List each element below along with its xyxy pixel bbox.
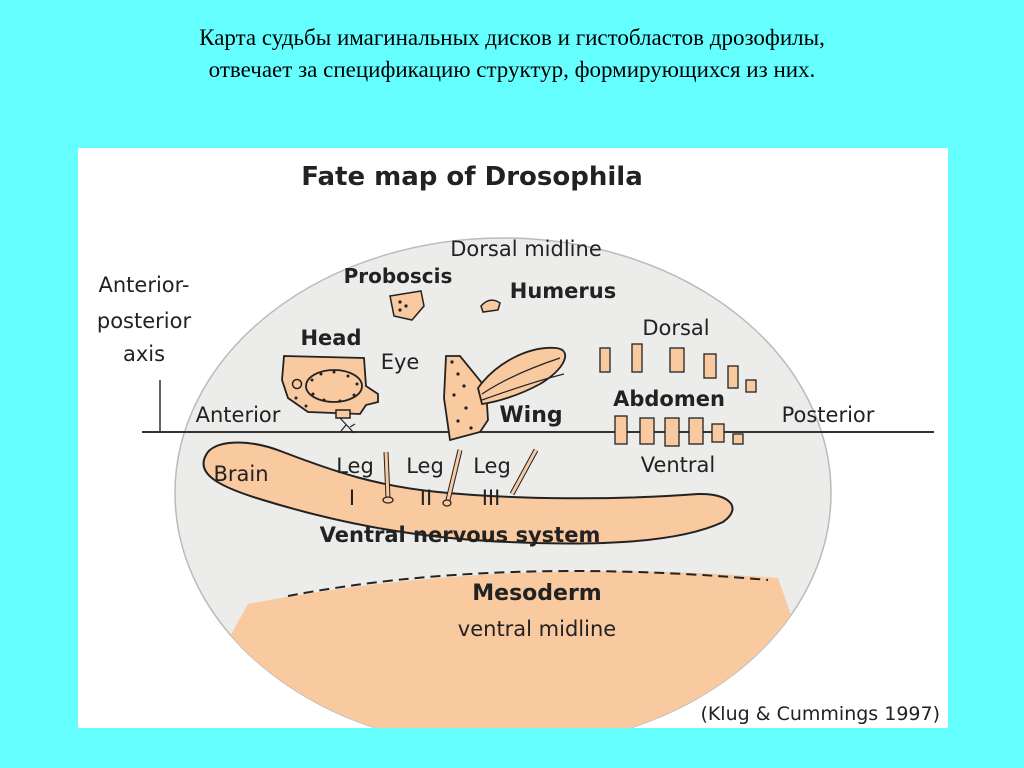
label-ventral-midline: ventral midline (458, 617, 616, 641)
label-dorsal: Dorsal (642, 316, 709, 340)
label-eye: Eye (381, 350, 420, 374)
mesoderm-region (175, 570, 831, 728)
label-dorsal-midline: Dorsal midline (450, 237, 602, 261)
leg-disc-3 (509, 448, 539, 496)
label-axis-line-3: axis (123, 342, 165, 366)
slide-title: Карта судьбы имагинальных дисков и гисто… (0, 22, 1024, 86)
label-leg-2-number: II (420, 486, 432, 510)
label-humerus: Humerus (510, 279, 616, 303)
label-leg-3-name: Leg (473, 454, 511, 478)
label-abdomen: Abdomen (613, 387, 725, 411)
label-anterior: Anterior (196, 403, 281, 427)
label-head: Head (300, 326, 361, 350)
wing-disc (443, 347, 567, 442)
fate-map-diagram: Fate map of Drosophila Dorsal midline Pr… (97, 162, 940, 728)
label-ventral: Ventral (641, 453, 716, 477)
figure-citation: (Klug & Cummings 1997) (700, 703, 940, 725)
figure-title: Fate map of Drosophila (301, 162, 643, 192)
slide-title-line-1: Карта судьбы имагинальных дисков и гисто… (199, 25, 825, 50)
label-leg-2-name: Leg (406, 454, 444, 478)
label-brain: Brain (213, 462, 268, 486)
humerus-disc (480, 299, 501, 313)
label-wing: Wing (499, 403, 562, 428)
label-mesoderm: Mesoderm (472, 581, 601, 606)
label-axis-line-2: posterior (97, 309, 192, 333)
label-leg-3-number: III (482, 486, 501, 510)
slide-title-line-2: отвечает за спецификацию структур, форми… (208, 57, 816, 82)
label-proboscis: Proboscis (344, 264, 453, 288)
leg-disc-1 (382, 451, 394, 504)
brain-vns-region (202, 441, 734, 545)
label-ventral-nervous-system: Ventral nervous system (320, 523, 601, 547)
label-axis-line-1: Anterior- (98, 273, 189, 297)
fate-map-figure: Fate map of Drosophila Dorsal midline Pr… (78, 148, 948, 728)
head-eye-disc (281, 355, 379, 434)
dorsal-histoblasts (599, 343, 757, 393)
label-posterior: Posterior (782, 403, 875, 427)
label-leg-1-number: I (349, 486, 355, 510)
ventral-histoblasts (614, 415, 744, 447)
leg-disc-2 (442, 449, 463, 507)
label-leg-1-name: Leg (336, 454, 374, 478)
